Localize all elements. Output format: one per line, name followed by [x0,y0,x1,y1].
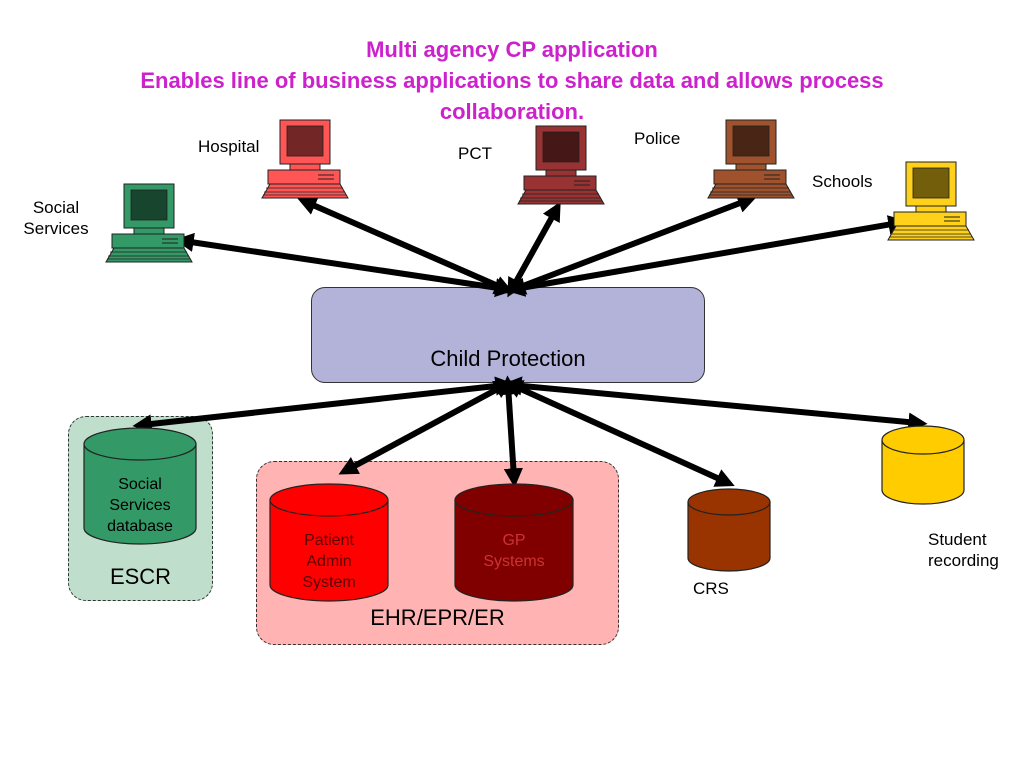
pct-label: PCT [458,144,492,163]
child-protection-label: Child Protection [430,346,586,371]
police-computer-icon [707,119,795,199]
arrow-police [506,194,757,295]
escr-label: ESCR [109,564,172,589]
patient-admin-label: Patient Admin System [270,530,388,593]
student-label-line-1: Student [928,530,987,549]
pct-computer-icon [517,125,605,205]
diagram-title: Multi agency CP application Enables line… [0,34,1024,127]
social-services-label: Social Services [14,197,98,239]
social-services-label-line-2: Services [23,219,89,238]
ehr-label: EHR/EPR/ER [370,605,505,630]
student-recording-database-icon [881,425,965,505]
gp-line-1: GP [502,532,526,549]
student-label-line-2: recording [928,551,999,570]
pa-line-3: System [302,574,356,591]
patient-admin-database-icon [269,483,389,602]
arrow-gp-systems [499,375,523,488]
social-services-database-label: Social Services database [84,474,196,537]
social-services-database-icon [83,427,197,545]
social-services-label-line-1: Social [32,198,80,217]
arrow-hospital [297,197,514,294]
arrow-student-recording [502,376,928,432]
gp-line-2: Systems [483,553,545,570]
title-line-3: collaboration. [439,99,585,124]
pa-line-2: Admin [306,553,352,570]
ss-db-line-1: Social [118,476,162,493]
arrow-schools [505,215,908,297]
gp-systems-database-icon [454,483,574,602]
crs-database-icon [687,488,771,572]
gp-systems-label: GP Systems [455,530,573,572]
hospital-computer-icon [261,119,349,199]
schools-label: Schools [812,172,873,191]
student-recording-label: Student recording [928,529,999,571]
ss-db-line-3: database [107,518,173,535]
title-line-1: Multi agency CP application [366,37,658,62]
title-line-2: Enables line of business applications to… [140,68,884,93]
police-label: Police [634,129,681,148]
hospital-label: Hospital [198,137,260,156]
arrow-escr-db [132,376,515,434]
social-services-computer-icon [105,183,193,263]
arrow-patient-admin [338,380,514,475]
crs-label: CRS [693,579,729,598]
schools-computer-icon [887,161,975,241]
pa-line-1: Patient [304,532,354,549]
ss-db-line-2: Services [109,497,171,514]
